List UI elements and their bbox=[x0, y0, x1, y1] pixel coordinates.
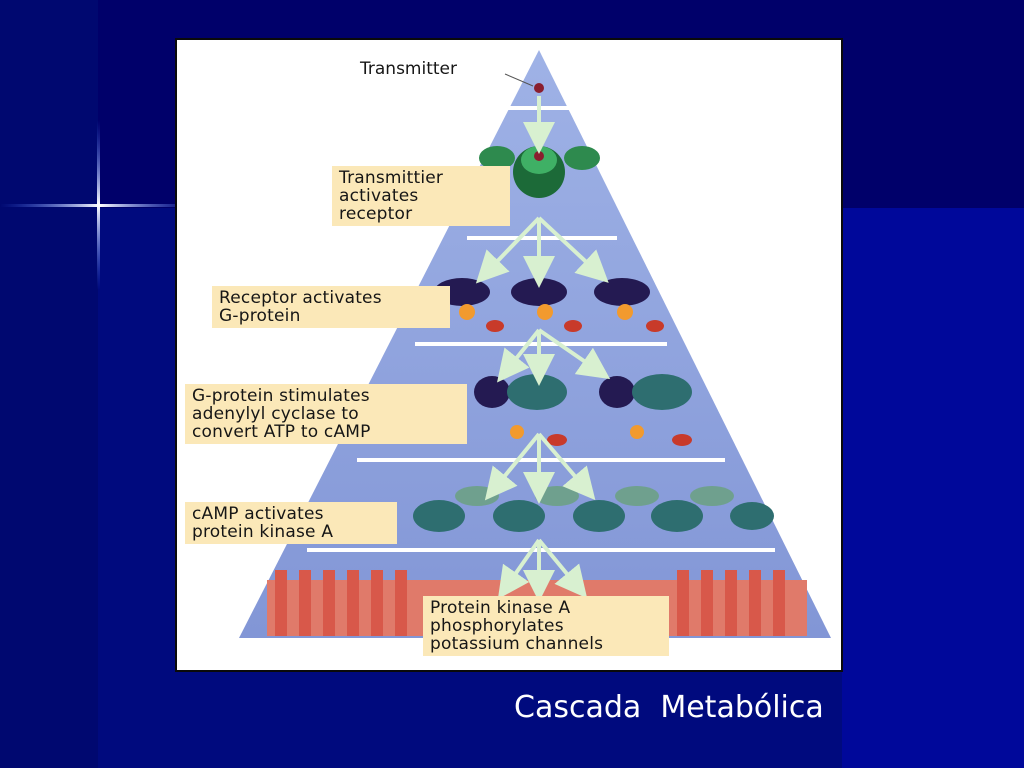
label-transmitter: Transmitter bbox=[360, 59, 457, 79]
adenylyl-cyclase-complexes bbox=[474, 374, 692, 446]
background-left-panel bbox=[0, 0, 98, 768]
cascade-figure: Transmitter Transmittier activates recep… bbox=[175, 38, 843, 672]
transmitter-molecule bbox=[534, 83, 544, 93]
label-receptor-activation: Transmittier activates receptor bbox=[332, 166, 510, 226]
label-adenylyl-cyclase: G-protein stimulates adenylyl cyclase to… bbox=[185, 384, 467, 444]
background-right-band bbox=[842, 208, 1024, 768]
label-potassium-channels: Protein kinase A phosphorylates potassiu… bbox=[423, 596, 669, 656]
protein-kinase-a-row bbox=[413, 486, 774, 532]
pyramid-diagram bbox=[239, 50, 831, 638]
label-g-protein-activation: Receptor activates G-protein bbox=[212, 286, 450, 328]
label-protein-kinase-a: cAMP activates protein kinase A bbox=[185, 502, 397, 544]
sparkle-decoration bbox=[0, 120, 200, 290]
slide-caption: Cascada Metabólica bbox=[514, 690, 824, 725]
